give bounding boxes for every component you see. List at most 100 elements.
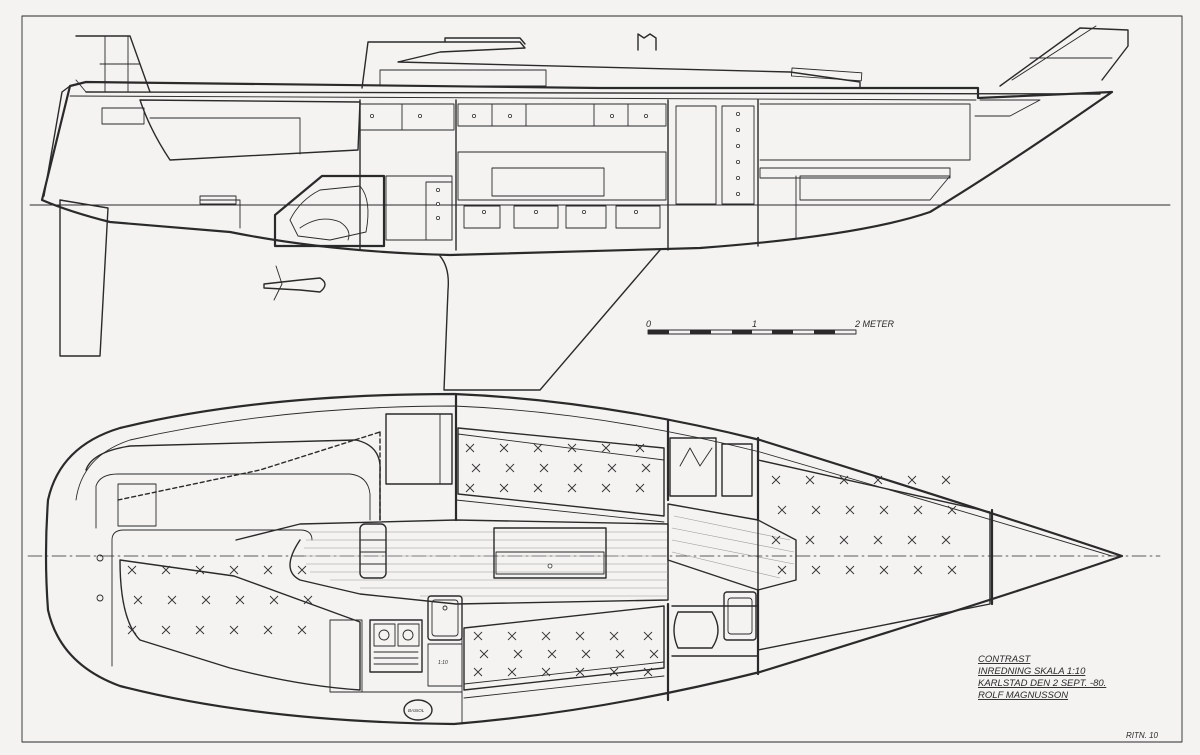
- cushion-tuft: [505, 463, 515, 473]
- washbasin: [723, 591, 757, 641]
- chart-table: [385, 413, 453, 485]
- cushion-tuft: [541, 667, 551, 677]
- cushion-tuft: [941, 535, 951, 545]
- scale-bar: 0 1 2 METER: [646, 319, 895, 335]
- cushion-tuft: [229, 625, 239, 635]
- cushion-tuft: [839, 535, 849, 545]
- cushion-tuft: [845, 565, 855, 575]
- cushion-tuft: [607, 463, 617, 473]
- keel: [439, 249, 661, 391]
- hanging-locker: [669, 437, 717, 497]
- heater-label: BASIOL: [408, 708, 425, 713]
- cushion-tuft: [771, 535, 781, 545]
- cushion-tuft: [777, 505, 787, 515]
- cushion-tuft: [609, 667, 619, 677]
- plan-hull-outline: [44, 392, 1124, 726]
- cushion-tuft: [465, 443, 475, 453]
- hull-profile: [40, 80, 1114, 257]
- propeller: [263, 265, 326, 301]
- cushion-tuft: [507, 667, 517, 677]
- port-saloon-settee: [463, 605, 665, 691]
- rudder: [59, 199, 109, 357]
- cushion-tuft: [201, 595, 211, 605]
- cushion-tuft: [547, 649, 557, 659]
- stove-label: 1:10: [438, 660, 448, 666]
- cushion-tuft: [473, 631, 483, 641]
- scale-label-zero: 0: [646, 319, 651, 329]
- cushion-tuft: [635, 483, 645, 493]
- cushion-tuft: [609, 631, 619, 641]
- cushion-tuft: [161, 565, 171, 575]
- title-block: CONTRAST INREDNING SKALA 1:10 KARLSTAD D…: [978, 654, 1106, 701]
- galley-sink: [427, 595, 463, 641]
- cushion-tufts: [127, 443, 957, 677]
- cushion-tuft: [805, 475, 815, 485]
- cushion-tuft: [649, 649, 659, 659]
- cushion-tuft: [263, 565, 273, 575]
- cushion-tuft: [471, 463, 481, 473]
- cushion-tuft: [269, 595, 279, 605]
- v-berth: [757, 459, 991, 651]
- cushion-tuft: [635, 443, 645, 453]
- cushion-tuft: [573, 463, 583, 473]
- head-compartment: [667, 437, 797, 657]
- companionway-ladder: [359, 523, 387, 579]
- cushion-tuft: [643, 667, 653, 677]
- stern-pulpit: [75, 35, 151, 93]
- cushion-tuft: [161, 625, 171, 635]
- cushion-tuft: [601, 483, 611, 493]
- cockpit-section: [101, 99, 361, 229]
- cushion-tuft: [133, 595, 143, 605]
- forward-locker: [721, 443, 753, 497]
- cushion-tuft: [879, 565, 889, 575]
- cushion-tuft: [229, 565, 239, 575]
- title-line-3: KARLSTAD DEN 2 SEPT. -80.: [978, 678, 1106, 689]
- cushion-tuft: [771, 475, 781, 485]
- cushion-tuft: [507, 631, 517, 641]
- cushion-tuft: [615, 649, 625, 659]
- sheet-number: RITN. 10: [1126, 731, 1159, 740]
- cushion-tuft: [777, 565, 787, 575]
- plan-cockpit: [85, 431, 381, 667]
- cushion-tuft: [533, 443, 543, 453]
- scale-label-two-meter: 2 METER: [854, 319, 895, 329]
- cushion-tuft: [941, 475, 951, 485]
- cabin-sole: [235, 519, 669, 605]
- cushion-tuft: [499, 483, 509, 493]
- cushion-tuft: [879, 505, 889, 515]
- plan-view: 1:10 BASIOL: [27, 392, 1161, 726]
- sole-planks: [304, 531, 668, 597]
- cushion-tuft: [297, 565, 307, 575]
- cushion-tuft: [845, 505, 855, 515]
- rubrail: [69, 95, 977, 101]
- cushion-tuft: [195, 565, 205, 575]
- cushion-tuft: [127, 625, 137, 635]
- cushion-tuft: [601, 443, 611, 453]
- cushion-tuft: [947, 505, 957, 515]
- cushion-tuft: [873, 475, 883, 485]
- cushion-tuft: [839, 475, 849, 485]
- cushion-tuft: [575, 667, 585, 677]
- cushion-tuft: [127, 565, 137, 575]
- title-line-1: CONTRAST: [978, 654, 1031, 665]
- cushion-tuft: [303, 595, 313, 605]
- cushion-tuft: [811, 565, 821, 575]
- cushion-tuft: [473, 667, 483, 677]
- cushion-tuft: [195, 625, 205, 635]
- toilet: [673, 611, 719, 649]
- port-quarter-settee: [119, 559, 361, 691]
- cushion-tuft: [811, 505, 821, 515]
- cushion-tuft: [533, 483, 543, 493]
- starboard-saloon-settee: [457, 427, 665, 517]
- saloon-table: [493, 527, 607, 579]
- cushion-tuft: [235, 595, 245, 605]
- cabin-heater: [403, 699, 433, 721]
- galley-counter-edge: [329, 619, 363, 693]
- sheet-border: [21, 15, 1183, 743]
- scale-label-one: 1: [752, 319, 757, 329]
- cushion-tuft: [465, 483, 475, 493]
- galley: 1:10 BASIOL: [361, 595, 463, 721]
- head-sole-planks: [671, 515, 795, 579]
- engine-compartment: [273, 174, 386, 248]
